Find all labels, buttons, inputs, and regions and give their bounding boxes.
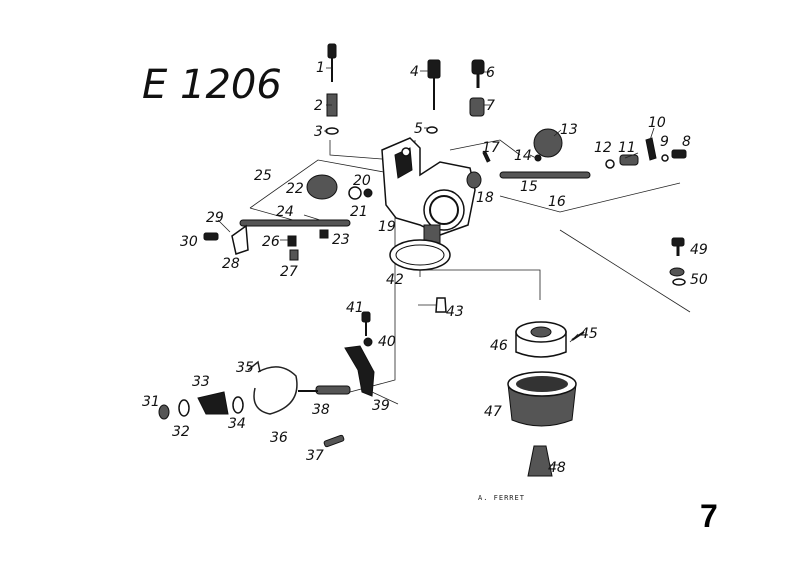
artist-signature: A. FERRET — [478, 494, 525, 502]
float-bowl — [507, 371, 577, 427]
callout-31: 31 — [142, 394, 160, 410]
callout-2: 2 — [314, 98, 323, 114]
callout-24: 24 — [276, 204, 294, 220]
callout-39: 39 — [372, 398, 390, 414]
needle-stack — [426, 59, 441, 134]
throttle-lever — [344, 311, 375, 397]
main-jet — [435, 297, 447, 313]
callout-43: 43 — [446, 304, 464, 320]
callout-50: 50 — [690, 272, 708, 288]
float — [515, 321, 585, 358]
callout-38: 38 — [312, 402, 330, 418]
callout-45: 45 — [580, 326, 598, 342]
callout-12: 12 — [594, 140, 612, 156]
callout-36: 36 — [270, 430, 288, 446]
callout-20: 20 — [353, 173, 371, 189]
callout-47: 47 — [484, 404, 502, 420]
callout-30: 30 — [180, 234, 198, 250]
screw-37 — [323, 434, 345, 448]
callout-18: 18 — [476, 190, 494, 206]
callout-19: 19 — [378, 219, 396, 235]
callout-3: 3 — [314, 124, 323, 140]
callout-16: 16 — [548, 194, 566, 210]
callout-42: 42 — [386, 272, 404, 288]
callout-46: 46 — [490, 338, 508, 354]
callout-27: 27 — [280, 264, 298, 280]
callout-1: 1 — [316, 60, 325, 76]
bowl-drain-screw — [527, 445, 553, 477]
callout-5: 5 — [414, 121, 423, 137]
choke-shaft-assembly — [203, 174, 373, 261]
return-spring — [253, 366, 298, 415]
screw-6-7 — [469, 59, 485, 117]
throttle-shaft-assembly — [482, 128, 687, 179]
callout-13: 13 — [560, 122, 578, 138]
choke-lever-parts — [158, 391, 244, 420]
idle-screw-stack — [325, 43, 339, 135]
callout-25: 25 — [254, 168, 272, 184]
callout-32: 32 — [172, 424, 190, 440]
callout-6: 6 — [486, 65, 495, 81]
diagram-title: E 1206 — [142, 62, 282, 108]
callout-37: 37 — [306, 448, 324, 464]
callout-17: 17 — [482, 140, 500, 156]
carburetor-body — [381, 137, 482, 248]
page-number: 7 — [700, 498, 718, 534]
callout-10: 10 — [648, 115, 666, 131]
callout-29: 29 — [206, 210, 224, 226]
callout-4: 4 — [410, 64, 419, 80]
callout-34: 34 — [228, 416, 246, 432]
callout-7: 7 — [486, 98, 495, 114]
callout-33: 33 — [192, 374, 210, 390]
callout-numbers: 1 2 3 4 5 6 7 8 9 10 11 12 13 14 15 16 1… — [142, 60, 708, 476]
callout-21: 21 — [350, 204, 368, 220]
callout-22: 22 — [286, 181, 304, 197]
callout-40: 40 — [378, 334, 396, 350]
callout-15: 15 — [520, 179, 538, 195]
adjust-screw — [298, 385, 351, 395]
callout-8: 8 — [682, 134, 691, 150]
callout-48: 48 — [548, 460, 566, 476]
callout-28: 28 — [222, 256, 240, 272]
leader-lines — [217, 67, 655, 466]
assembly-lines — [249, 139, 691, 393]
screw-49-50 — [669, 237, 686, 286]
callout-11: 11 — [618, 140, 636, 156]
callout-9: 9 — [660, 134, 669, 150]
callout-23: 23 — [332, 232, 350, 248]
callout-26: 26 — [262, 234, 280, 250]
callout-41: 41 — [346, 300, 364, 316]
callout-49: 49 — [690, 242, 708, 258]
callout-14: 14 — [514, 148, 532, 164]
callout-35: 35 — [236, 360, 254, 376]
